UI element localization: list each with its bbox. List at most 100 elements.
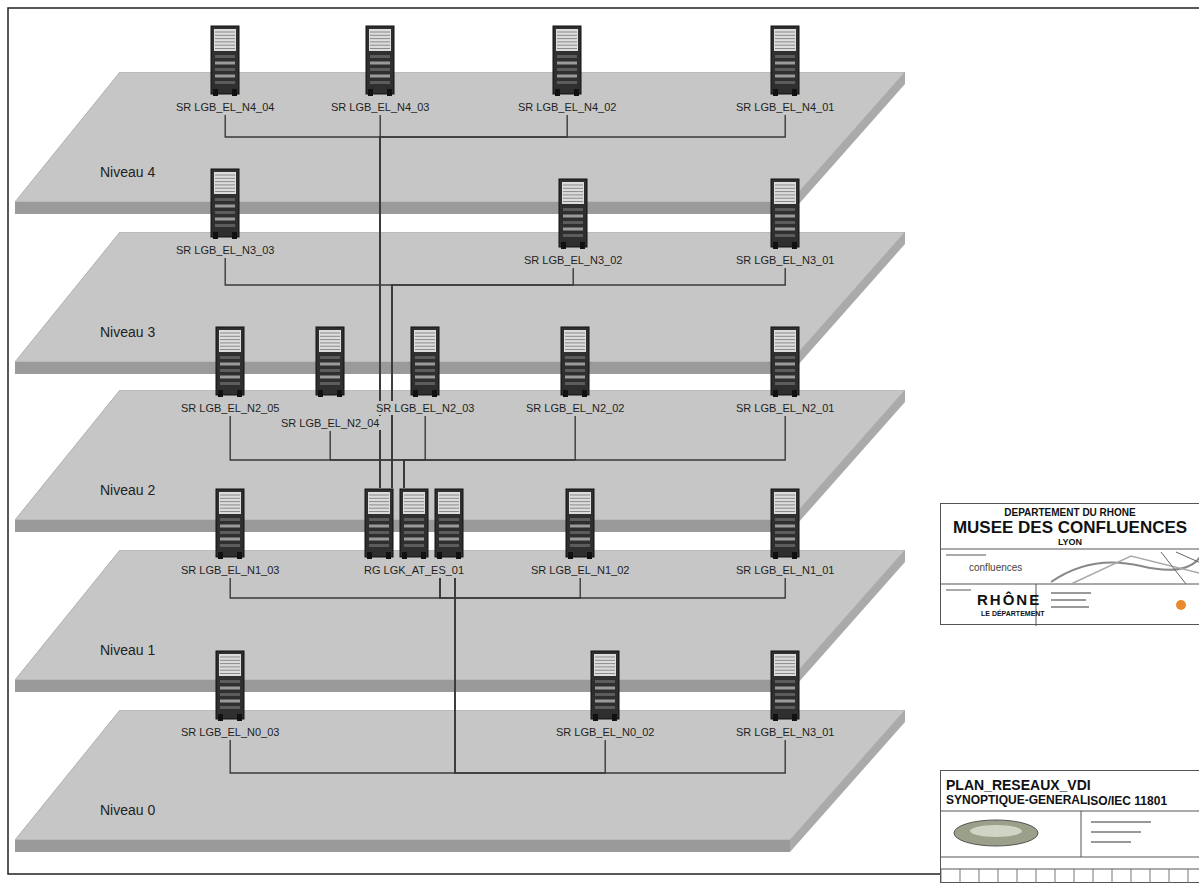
- rack-band: [595, 680, 615, 683]
- rack-panel: [219, 330, 241, 352]
- small-print: [946, 554, 986, 556]
- rack-unit: [220, 336, 240, 337]
- museum-logo: [970, 825, 1022, 837]
- rack-foot: [213, 232, 218, 239]
- rack-unit: [570, 498, 590, 499]
- rack-band: [775, 234, 795, 237]
- rack-unit: [557, 32, 577, 33]
- rack-band: [570, 525, 590, 528]
- rack-band: [220, 706, 240, 709]
- rack-unit: [775, 194, 795, 195]
- rack-foot: [337, 390, 342, 397]
- rack-band: [439, 531, 459, 534]
- slab-front: [15, 840, 790, 852]
- rack-node: SR LGB_EL_N3_02: [522, 178, 624, 268]
- rack-band: [404, 518, 424, 521]
- rack-unit: [775, 508, 795, 509]
- rack-foot: [568, 552, 573, 559]
- rack-band: [565, 376, 585, 379]
- rack-unit: [369, 504, 389, 505]
- rack-foot: [368, 89, 373, 96]
- rack-node: SR LGB_EL_N2_02: [524, 326, 626, 416]
- rack-band: [595, 687, 615, 690]
- rack-band: [595, 706, 615, 709]
- grid-line: [941, 549, 1199, 550]
- rack-unit: [563, 191, 583, 192]
- rack-icon: [215, 326, 245, 398]
- rack-unit: [215, 178, 235, 179]
- grid-line: [1055, 869, 1056, 883]
- rack-unit: [215, 41, 235, 42]
- rack-unit: [557, 48, 577, 49]
- rack-node: SR LGB_EL_N4_01: [734, 25, 836, 115]
- rack-band: [775, 55, 795, 58]
- rack-body: [211, 26, 239, 94]
- grid-line: [1074, 869, 1075, 883]
- rack-node: SR LGB_EL_N2_01: [734, 326, 836, 416]
- grid-line: [1131, 869, 1132, 883]
- small-print: [1091, 831, 1141, 833]
- rack-band: [439, 518, 459, 521]
- rack-label: SR LGB_EL_N0_02: [554, 725, 656, 739]
- rack-unit: [215, 181, 235, 182]
- rack-unit: [220, 333, 240, 334]
- grid-line: [960, 869, 961, 883]
- rack-unit: [775, 188, 795, 189]
- rack-panel: [368, 492, 390, 514]
- rack-panel: [438, 492, 460, 514]
- rack-unit: [370, 32, 390, 33]
- level-label: Niveau 3: [100, 324, 155, 340]
- rack-label: SR LGB_EL_N1_02: [529, 563, 631, 577]
- rack-band: [775, 382, 795, 385]
- rack-unit: [404, 495, 424, 496]
- rack-panel: [774, 29, 796, 51]
- rack-band: [320, 356, 340, 359]
- rack-unit: [775, 185, 795, 186]
- rack-body: [559, 179, 587, 247]
- rack-node: SR LGB_EL_N3_03: [174, 168, 276, 258]
- rack-band: [220, 356, 240, 359]
- rack-icon: [434, 488, 464, 560]
- rack-foot: [367, 552, 372, 559]
- rack-foot: [792, 552, 797, 559]
- rack-band: [215, 224, 235, 227]
- rack-band: [215, 68, 235, 71]
- rack-band: [369, 531, 389, 534]
- rack-body: [771, 179, 799, 247]
- rack-band: [370, 55, 390, 58]
- rack-unit: [415, 342, 435, 343]
- rack-icon: [770, 488, 800, 560]
- network-cable: [392, 268, 573, 488]
- rack-panel: [774, 182, 796, 204]
- rack-unit: [775, 495, 795, 496]
- rack-unit: [439, 511, 459, 512]
- logo-dot: [1176, 600, 1186, 610]
- rack-band: [215, 55, 235, 58]
- rack-node: SR LGB_EL_N4_02: [516, 25, 618, 115]
- rack-unit: [775, 333, 795, 334]
- rack-foot: [582, 390, 587, 397]
- rack-label: RG LGK_AT_ES_01: [362, 563, 466, 577]
- rack-body: [400, 489, 428, 557]
- rack-unit: [220, 511, 240, 512]
- rack-unit: [775, 198, 795, 199]
- rack-body: [216, 327, 244, 395]
- rack-band: [775, 363, 795, 366]
- rack-unit: [220, 663, 240, 664]
- title-text: LE DÉPARTEMENT: [981, 610, 1045, 618]
- network-cable: [330, 431, 404, 488]
- rack-foot: [386, 552, 391, 559]
- rack-unit: [369, 508, 389, 509]
- rack-band: [563, 208, 583, 211]
- rack-band: [320, 363, 340, 366]
- rack-band: [563, 234, 583, 237]
- rack-band: [439, 538, 459, 541]
- slab-front: [15, 362, 790, 374]
- rack-label: SR LGB_EL_N4_01: [734, 100, 836, 114]
- rack-unit: [320, 346, 340, 347]
- network-cable: [225, 115, 380, 488]
- rack-band: [415, 363, 435, 366]
- rack-unit: [595, 666, 615, 667]
- rack-unit: [220, 498, 240, 499]
- rack-band: [220, 700, 240, 703]
